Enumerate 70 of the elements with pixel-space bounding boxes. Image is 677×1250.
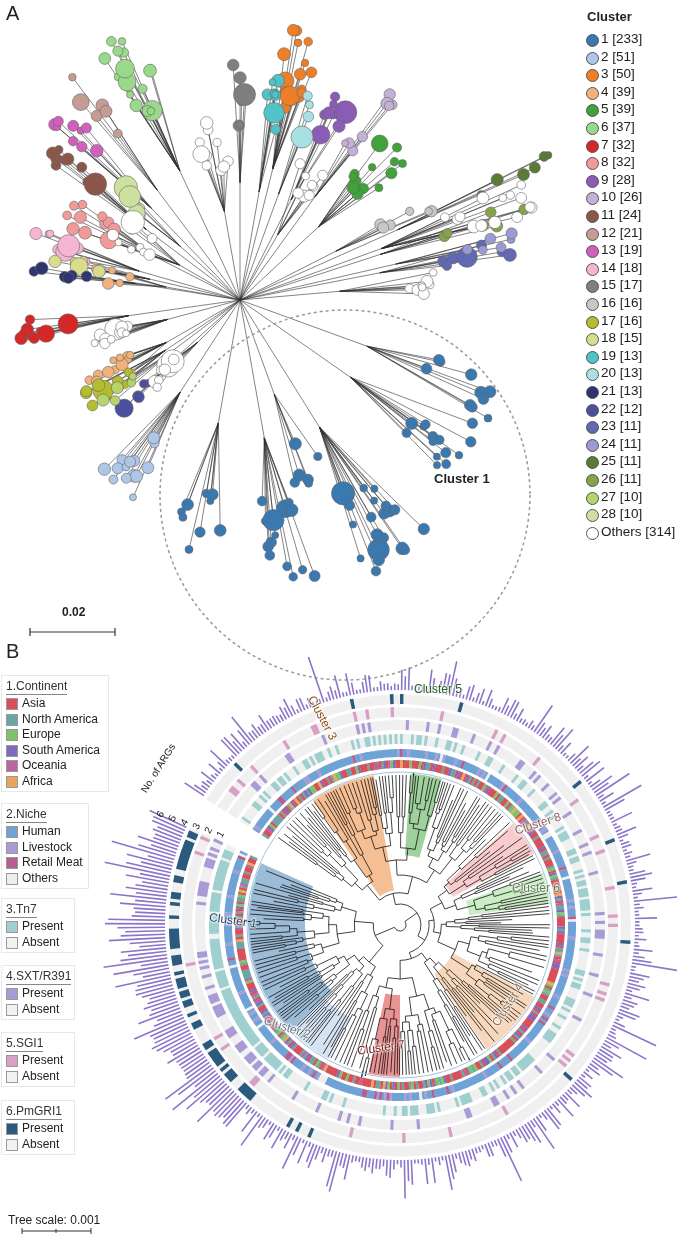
legend-label: Human — [22, 825, 61, 839]
cluster-label: Cluster 5 — [414, 683, 462, 697]
legend-label: Present — [22, 987, 64, 1001]
legend-heading: Cluster — [587, 10, 632, 25]
cluster-label: Cluster 1 — [208, 911, 258, 931]
legend-heading: 1.Continent — [6, 679, 68, 695]
legend-label: 27 [10] — [601, 489, 643, 505]
ring-number: 4 — [177, 816, 191, 828]
cluster-label: Cluster 8 — [513, 810, 563, 838]
legend-label: 22 [12] — [601, 401, 643, 417]
legend-label: Absent — [22, 1137, 60, 1151]
cluster-label: Cluster 2 — [262, 1014, 312, 1042]
legend-label: 4 [39] — [601, 84, 635, 100]
legend-label: 5 [39] — [601, 102, 635, 118]
legend-label: Present — [22, 920, 64, 934]
legend-label: 23 [11] — [601, 419, 642, 435]
legend-label: 26 [11] — [601, 472, 642, 487]
legend-label: South America — [22, 743, 101, 757]
legend-label: 15 [17] — [601, 278, 643, 294]
cluster-label: Cluster 1 — [434, 472, 490, 487]
legend-label: 20 [13] — [601, 366, 643, 382]
legend-label: 7 [32] — [601, 137, 635, 153]
legend-label: Livestock — [22, 840, 73, 854]
legend-label: Others — [22, 871, 58, 885]
panel-letter: B — [6, 640, 20, 662]
legend-label: 28 [10] — [601, 507, 643, 523]
legend-label: Africa — [22, 774, 53, 788]
legend-label: 25 [11] — [601, 454, 642, 470]
legend-label: 21 [13] — [601, 384, 643, 399]
legend-heading: 6.PmGRI1 — [6, 1104, 62, 1120]
legend-label: 8 [32] — [601, 155, 635, 171]
legend-label: Europe — [22, 728, 61, 742]
legend-label: 6 [37] — [601, 120, 635, 135]
legend-label: 2 [51] — [601, 49, 635, 65]
legend-label: 17 [16] — [601, 313, 643, 329]
legend-label: 16 [16] — [601, 296, 643, 311]
legend-label: 12 [21] — [601, 225, 643, 241]
legend-label: 14 [18] — [601, 260, 643, 276]
legend-heading: 2.Niche — [6, 807, 47, 823]
ring-number: 3 — [189, 820, 203, 832]
legend-label: 11 [24] — [601, 208, 642, 223]
ring-number: 1 — [213, 828, 227, 840]
legend-label: 13 [19] — [601, 243, 643, 259]
legend-label: Absent — [22, 935, 60, 949]
ring-number: 5 — [165, 812, 179, 824]
legend-label: 3 [50] — [601, 67, 635, 83]
scale-label: Tree scale: 0.001 — [8, 1214, 101, 1228]
legend-label: Oceania — [22, 759, 67, 773]
legend-heading: 5.SGI1 — [6, 1036, 44, 1052]
legend-label: 1 [233] — [601, 32, 643, 47]
legend-label: 24 [11] — [601, 436, 642, 452]
legend-label: 9 [28] — [601, 172, 635, 188]
legend-label: Absent — [22, 1069, 60, 1083]
legend-label: Present — [22, 1122, 64, 1136]
legend-heading: 4.SXT/R391 — [6, 969, 72, 985]
legend-label: Others [314] — [601, 524, 676, 540]
legend-label: Absent — [22, 1002, 60, 1016]
legend-label: 18 [15] — [601, 331, 643, 347]
legend-label: Retail Meat — [22, 856, 83, 870]
panel-letter: A — [6, 2, 20, 24]
legend-label: 10 [26] — [601, 190, 643, 206]
legend-label: Present — [22, 1054, 64, 1068]
cluster-label: Cluster 7 — [356, 1038, 406, 1058]
ring-number: 6 — [153, 808, 167, 820]
legend-label: Asia — [22, 697, 46, 711]
legend-label: North America — [22, 712, 99, 726]
legend-heading: 3.Tn7 — [6, 902, 37, 918]
ring-number: 2 — [201, 824, 215, 836]
legend-label: 19 [13] — [601, 348, 643, 364]
scale-label: 0.02 — [62, 606, 86, 620]
